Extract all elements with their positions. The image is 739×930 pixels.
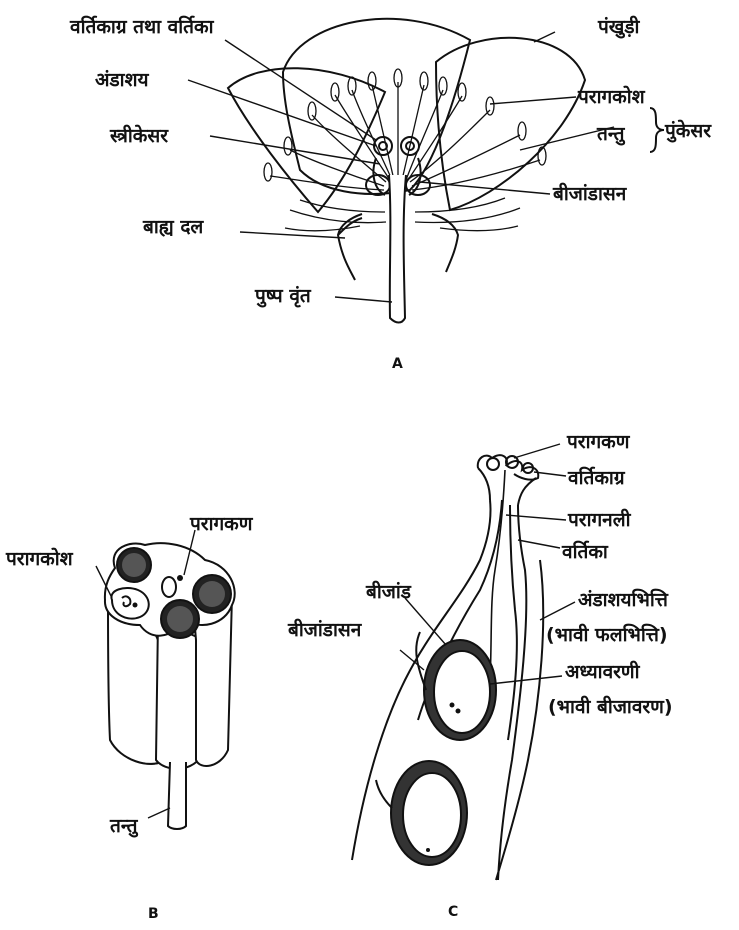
- label-anther: परागकोश: [577, 85, 646, 108]
- label-c-ovary-wall: अंडाशयभित्ति: [578, 588, 669, 611]
- stamen-brace: [650, 108, 664, 152]
- label-c-integument-note: (भावी बीजावरण): [548, 695, 673, 718]
- label-filament: तन्तु: [596, 123, 626, 146]
- label-petal: पंखुड़ी: [597, 15, 640, 39]
- figure-b-stamen: परागकण परागकोश तन्तु B: [5, 513, 254, 922]
- caption-b: B: [148, 906, 159, 922]
- label-ovary: अंडाशय: [95, 69, 150, 91]
- label-c-pollen-grain: परागकण: [566, 431, 631, 453]
- label-c-style: वर्तिका: [561, 540, 609, 563]
- label-receptacle: बीजांडासन: [552, 182, 628, 205]
- label-pedicel: पुष्प वृंत: [254, 285, 312, 308]
- figure-c-pistil: परागकण वर्तिकाग्र परागनली वर्तिका अंडाशय…: [287, 431, 673, 920]
- ovule-lower: [376, 761, 467, 865]
- pedicel: [389, 175, 406, 323]
- label-sepal: बाह्य दल: [142, 216, 204, 238]
- connective: [162, 577, 176, 597]
- label-stamen: पुंकेसर: [664, 119, 712, 143]
- label-c-placenta: बीजांडासन: [287, 618, 363, 641]
- ovary-wall-outer: [496, 560, 543, 880]
- style-inner-right: [508, 505, 517, 740]
- label-b-anther: परागकोश: [5, 547, 74, 570]
- caption-c: C: [448, 904, 458, 920]
- label-c-pollen-tube: परागनली: [567, 508, 632, 531]
- label-pistil: स्त्रीकेसर: [109, 124, 169, 147]
- stamens: [264, 69, 546, 190]
- figure-c-leader-lines: [400, 444, 575, 684]
- label-c-integument: अध्यावरणी: [565, 660, 641, 683]
- label-b-pollen-grain: परागकण: [189, 513, 254, 535]
- label-c-stigma: वर्तिकाग्र: [567, 466, 626, 489]
- ovule-upper: [416, 632, 496, 740]
- label-c-ovary-wall-note: (भावी फलभित्ति): [546, 623, 668, 646]
- caption-a: A: [392, 356, 403, 372]
- sepal-left: [338, 214, 362, 280]
- filament: [168, 762, 186, 829]
- petal-left-outline: [228, 68, 385, 212]
- label-c-ovule: बीजांड: [365, 580, 412, 603]
- label-b-filament: तन्तु: [109, 815, 139, 838]
- stigma: [478, 455, 539, 505]
- figure-a-flower: वर्तिकाग्र तथा वर्तिका पंखुड़ी अंडाशय पर…: [69, 15, 712, 372]
- label-stigma-style: वर्तिकाग्र तथा वर्तिका: [69, 15, 215, 38]
